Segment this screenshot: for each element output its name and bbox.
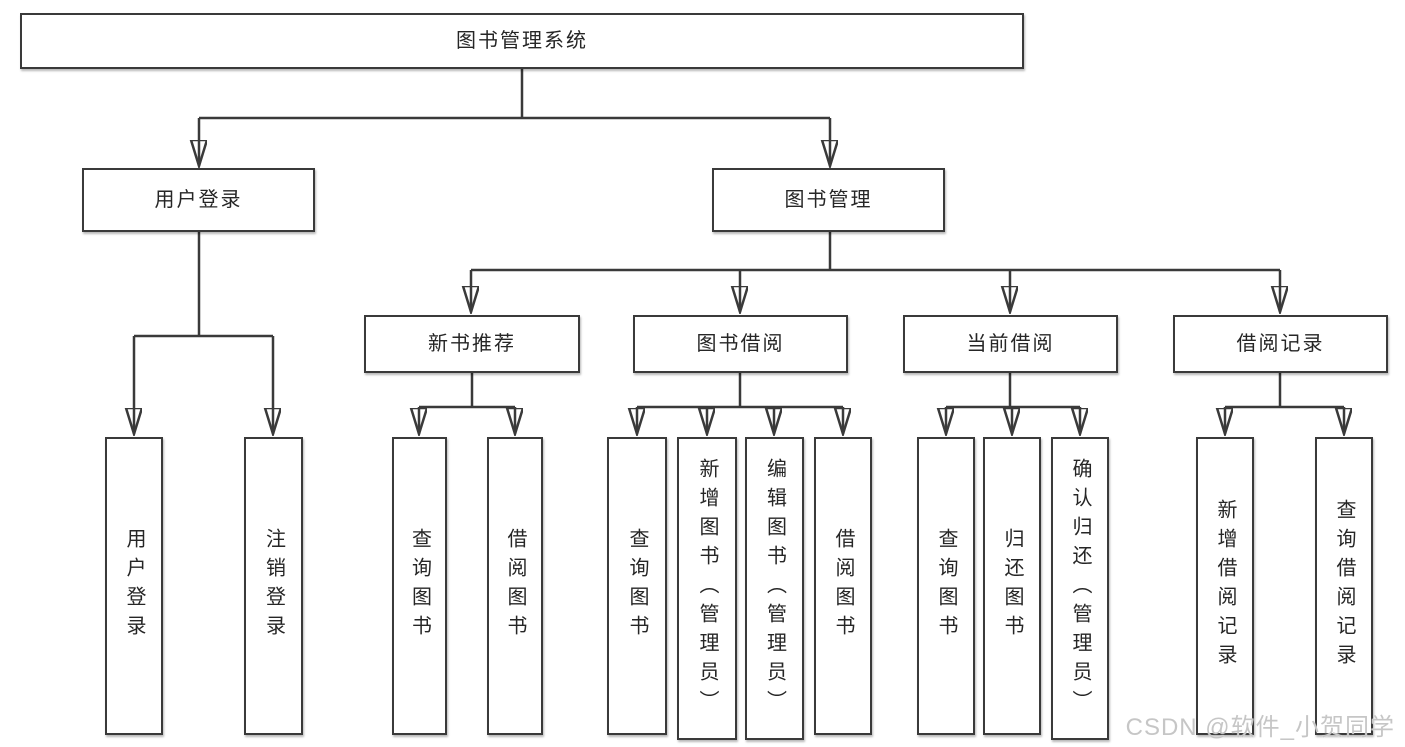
node-leaf-confirm-return-admin: 确认归还（管理员） (1051, 437, 1109, 740)
node-leaf-return-books: 归还图书 (983, 437, 1041, 735)
node-book-management: 图书管理 (712, 168, 945, 232)
node-leaf-borrow-books-recommendation: 借阅图书 (487, 437, 543, 735)
node-leaf-query-books-borrowing: 查询图书 (607, 437, 667, 735)
csdn-watermark: CSDN @软件_小贺同学 (1125, 714, 1395, 741)
node-borrowing-records: 借阅记录 (1173, 315, 1388, 373)
node-user-login: 用户登录 (82, 168, 315, 232)
node-leaf-borrow-books-borrowing: 借阅图书 (814, 437, 872, 735)
node-leaf-logout: 注销登录 (244, 437, 303, 735)
node-leaf-query-books-current: 查询图书 (917, 437, 975, 735)
branch-root-to-level2 (199, 69, 830, 166)
node-book-borrowing: 图书借阅 (633, 315, 848, 373)
branch-current-borrowing-to-leaves (946, 373, 1080, 434)
branch-new-book-recommendation-to-leaves (419, 373, 515, 434)
branch-user-login-to-leaves (134, 232, 273, 434)
node-leaf-add-borrow-record: 新增借阅记录 (1196, 437, 1254, 735)
node-leaf-add-book-admin: 新增图书（管理员） (677, 437, 737, 740)
branch-book-management-to-level3 (471, 232, 1280, 312)
node-leaf-user-login: 用户登录 (105, 437, 163, 735)
node-leaf-query-borrow-record: 查询借阅记录 (1315, 437, 1373, 735)
branch-borrowing-records-to-leaves (1225, 373, 1344, 434)
node-library-management-system: 图书管理系统 (20, 13, 1024, 69)
node-leaf-edit-book-admin: 编辑图书（管理员） (745, 437, 804, 740)
node-current-borrowing: 当前借阅 (903, 315, 1118, 373)
branch-book-borrowing-to-leaves (637, 373, 843, 434)
node-new-book-recommendation: 新书推荐 (364, 315, 580, 373)
node-leaf-query-books-recommendation: 查询图书 (392, 437, 447, 735)
